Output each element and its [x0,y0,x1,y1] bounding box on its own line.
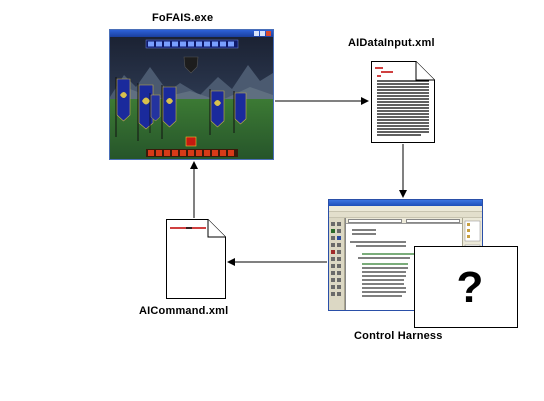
editor-menu-bar [329,206,482,212]
editor-title-bar [329,200,482,206]
game-scene [110,37,273,159]
editor-toolbox [329,218,345,310]
selected-unit-icon [185,136,197,147]
editor-toolbar [329,212,482,218]
bottom-hud [146,149,238,157]
banners [115,77,247,141]
unknown-ai-box: ? [414,246,518,328]
game-window [109,29,274,160]
fofais-label: FoFAIS.exe [152,12,214,24]
close-icon [266,31,271,36]
control-harness-label: Control Harness [354,330,443,342]
question-mark: ? [456,263,484,312]
game-title-bar [110,30,273,37]
ai-data-input-document-icon [371,61,435,143]
shield-icon [183,56,199,74]
ai-data-input-label: AIDataInput.xml [348,37,435,49]
top-hud [145,39,239,49]
ai-command-label: AICommand.xml [139,305,229,317]
ai-command-document-icon [166,219,226,299]
